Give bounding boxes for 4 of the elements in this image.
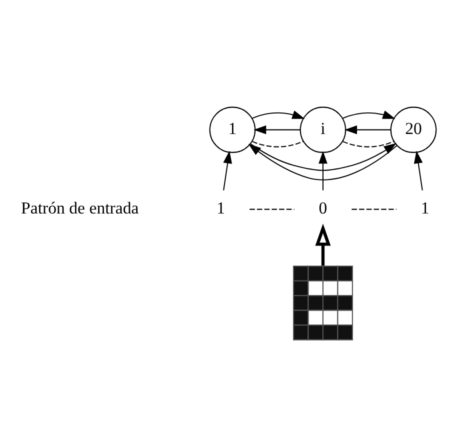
label: Patrón de entrada (21, 198, 139, 218)
node-text: 1 (216, 198, 226, 218)
node-text: 1 (420, 198, 430, 218)
node-text: 0 (318, 198, 328, 218)
